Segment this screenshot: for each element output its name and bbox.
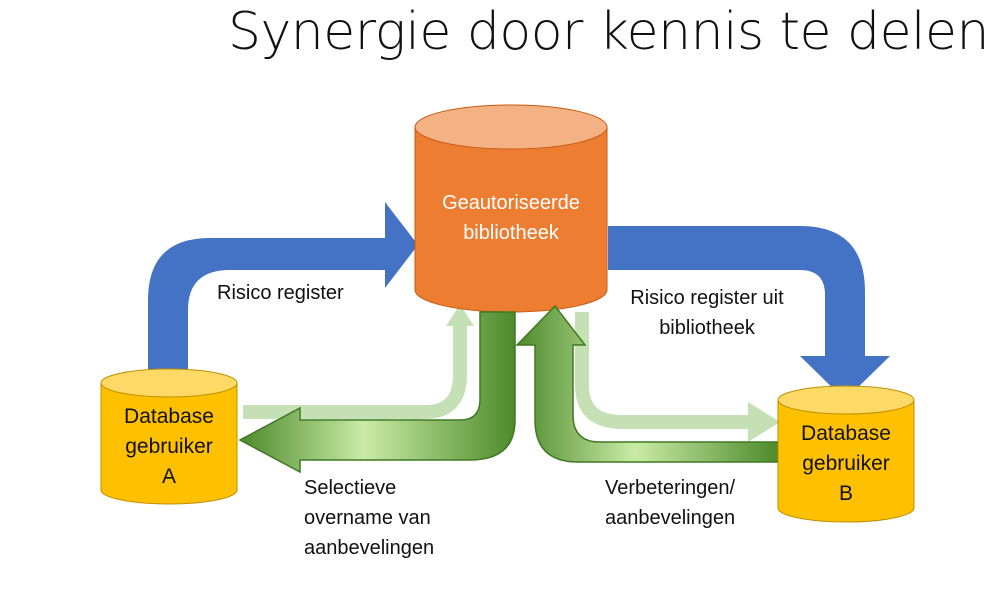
blue-arrow-a-to-library	[148, 202, 418, 383]
light-green-arrow-to-a	[243, 304, 474, 419]
risk-register-from-library-label: Risico register uit bibliotheek	[612, 283, 802, 343]
risk-register-from-library-line2: bibliotheek	[659, 317, 755, 339]
selective-adoption-line2: overname van	[304, 507, 431, 529]
database-a-line1: Database	[124, 405, 214, 428]
database-b-line3: B	[838, 482, 853, 505]
database-a-cylinder	[100, 368, 238, 505]
database-b-line2: gebruiker	[802, 452, 890, 475]
selective-adoption-label: Selectieve overname van aanbevelingen	[304, 473, 434, 563]
selective-adoption-line1: Selectieve	[304, 477, 397, 499]
database-b-line1: Database	[801, 422, 891, 445]
improvements-label: Verbeteringen/ aanbevelingen	[605, 473, 735, 533]
risk-register-label: Risico register	[217, 282, 344, 304]
blue-arrow-library-to-b	[608, 226, 890, 400]
library-label-line1: Geautoriseerde	[442, 192, 580, 214]
database-a-line3: A	[161, 465, 176, 488]
light-green-arrow-to-b	[575, 312, 780, 442]
selective-adoption-line3: aanbevelingen	[304, 537, 435, 559]
page-title: Synergie door kennis te delen	[228, 2, 989, 62]
green-arrow-library-to-a	[238, 311, 516, 474]
database-b-cylinder	[777, 385, 915, 523]
library-cylinder	[414, 104, 608, 313]
improvements-line2: aanbevelingen	[605, 507, 736, 529]
library-label: Geautoriseerde bibliotheek	[415, 188, 607, 248]
database-a-label: Database gebruiker A	[101, 402, 237, 492]
library-label-line2: bibliotheek	[463, 222, 559, 244]
database-b-label: Database gebruiker B	[778, 419, 914, 509]
database-a-line2: gebruiker	[125, 435, 213, 458]
green-arrow-b-to-library	[515, 304, 779, 463]
improvements-line1: Verbeteringen/	[605, 477, 736, 499]
risk-register-from-library-line1: Risico register uit	[630, 287, 784, 309]
